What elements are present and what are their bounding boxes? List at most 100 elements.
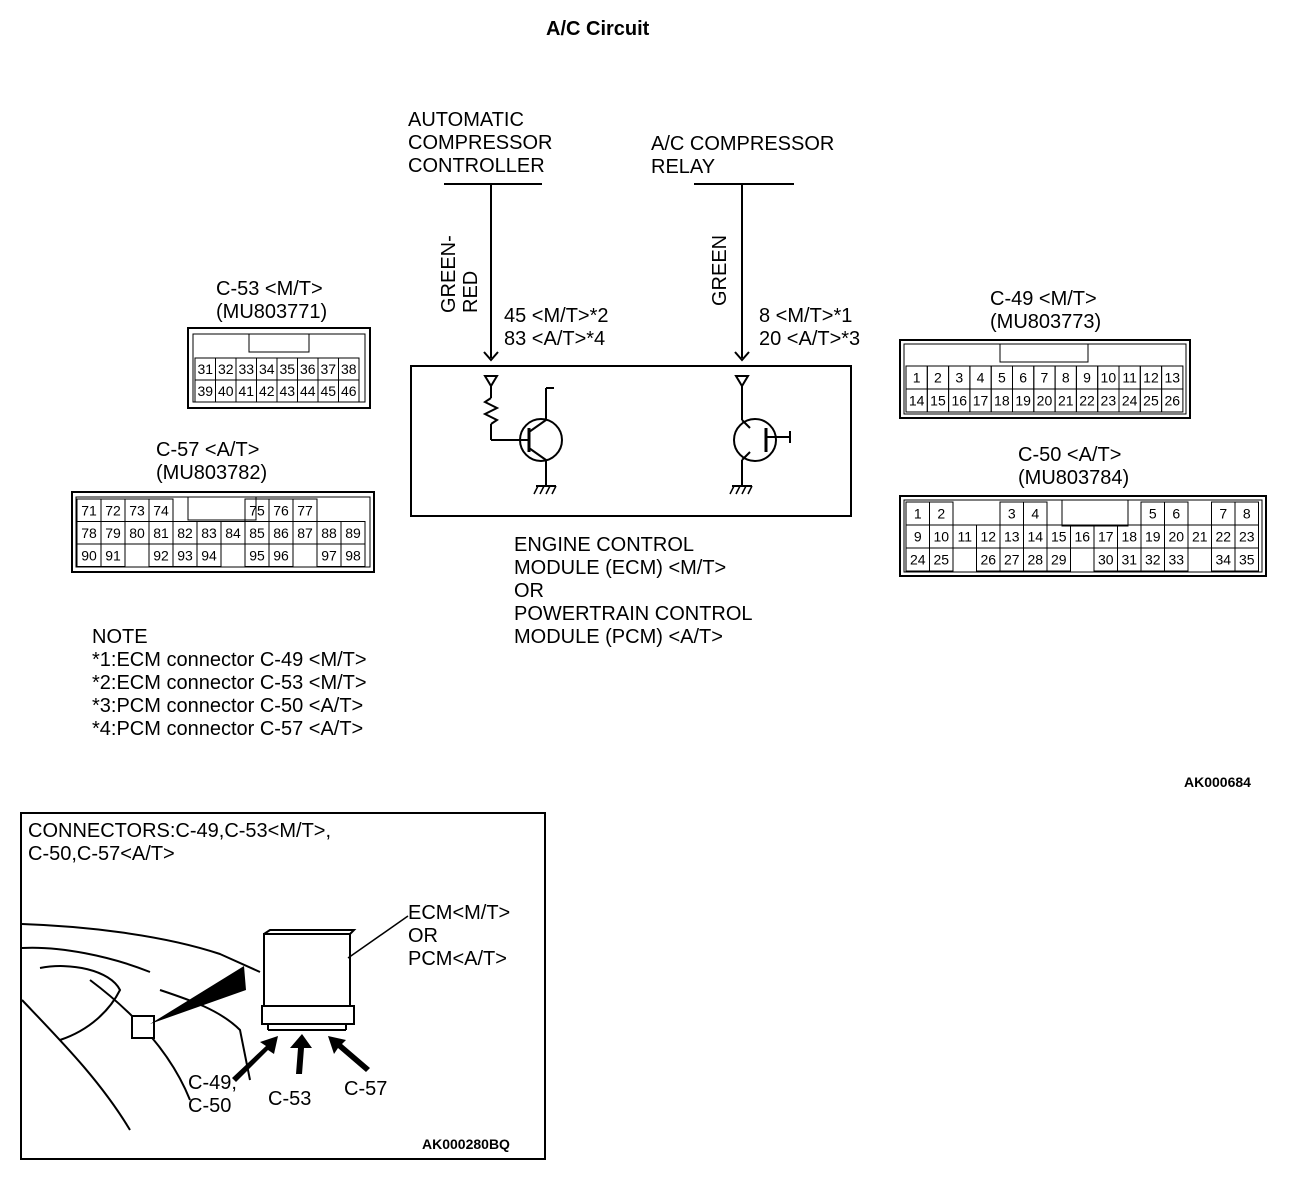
pin-number: 11 [957,529,972,545]
pin-number: 77 [297,502,313,518]
pin-cell [196,543,222,567]
pin-number: 22 [1079,393,1095,409]
pin-number: 31 [197,361,213,377]
note-item: *3:PCM connector C-50 <A/T> [92,695,364,717]
pin-number: 19 [1015,393,1031,409]
pin-number: 98 [345,547,361,563]
transistor-right [733,418,777,462]
pin-number: 91 [105,547,121,563]
pin-cell [1234,547,1259,572]
pin-number: 2 [937,506,945,522]
pin-number: 36 [300,361,316,377]
pin-number: 13 [1164,370,1180,386]
pin-number: 1 [914,506,922,522]
relay-label: A/C COMPRESSOR RELAY [651,133,835,178]
pin-number: 79 [105,525,121,541]
arrow-label-c53: C-53 [268,1088,312,1110]
pin-number: 21 [1058,393,1074,409]
pin-number: 17 [1098,529,1114,545]
pin-number: 90 [81,547,97,563]
pin-number: 19 [1145,529,1161,545]
pin-number: 1 [913,370,921,386]
pin-number: 10 [1101,370,1117,386]
pin-number: 25 [933,552,949,568]
module-box [410,365,852,517]
pin-number: 13 [1004,529,1020,545]
pin-cell [1164,547,1189,572]
pin-number: 15 [1051,529,1067,545]
page-title: A/C Circuit [546,18,650,40]
pin-cell [340,543,366,567]
connector-c53-label: C-53 <M/T> (MU803771) [216,278,328,323]
pin-number: 28 [1027,552,1043,568]
pin-number: 89 [345,525,361,541]
pin-number: 97 [321,547,337,563]
connector-location-panel [20,812,546,1160]
pin-number: 14 [1027,529,1043,545]
pin-cell [100,543,126,567]
pin-number: 24 [910,552,926,568]
pin-number: 21 [1192,529,1208,545]
pin-cell [1046,547,1071,572]
pin-number: 80 [129,525,145,541]
figure-code: AK000684 [1184,774,1251,790]
pin-number: 16 [1074,529,1090,545]
pin-number: 94 [201,547,217,563]
pin-number: 25 [1143,393,1159,409]
note-block: NOTE *1:ECM connector C-49 <M/T> *2:ECM … [92,626,367,741]
pin-number: 30 [1098,552,1114,568]
input-arrow-left [483,375,499,388]
pin-number: 84 [225,525,241,541]
pin-number: 18 [1121,529,1137,545]
pin-number: 43 [279,383,295,399]
pin-number: 23 [1101,393,1117,409]
pin-number: 82 [177,525,193,541]
pin-number: 93 [177,547,193,563]
pin-number: 27 [1004,552,1020,568]
connector-c57-label: C-57 <A/T> (MU803782) [156,439,268,484]
pin-number: 38 [341,361,357,377]
connector-c50-label: C-50 <A/T> (MU803784) [1018,444,1130,489]
pin-number: 96 [273,547,289,563]
pin-number: 4 [977,370,985,386]
note-item: *1:ECM connector C-49 <M/T> [92,649,367,671]
pin-number: 87 [297,525,313,541]
resistor-symbol [482,397,500,425]
location-module-label: ECM<M/T> OR PCM<A/T> [408,902,511,970]
pin-number: 7 [1041,370,1049,386]
pin-number: 72 [105,502,121,518]
transistor-left [519,418,563,462]
location-figure-code: AK000280BQ [422,1136,510,1152]
pin-number: 3 [1008,506,1016,522]
connector-symbol-left [483,351,499,362]
pin-number: 3 [955,370,963,386]
pin-number: 74 [153,502,169,518]
pin-number: 26 [980,552,996,568]
pin-cell [1161,388,1184,413]
pin-number: 88 [321,525,337,541]
connector-location-marker [131,1015,155,1039]
pin-number: 7 [1219,506,1227,522]
arrow-c49-c50 [232,1036,278,1082]
arrow-label-c49-c50: C-49, C-50 [188,1072,237,1117]
pin-number: 46 [341,383,357,399]
pin-number: 83 [201,525,217,541]
pin-number: 34 [259,361,275,377]
note-item: *2:ECM connector C-53 <M/T> [92,672,367,694]
pin-number: 86 [273,525,289,541]
pin-number: 92 [153,547,169,563]
arrow-c57 [328,1036,370,1072]
pin-label-left: 45 <M/T>*2 83 <A/T>*4 [504,305,609,350]
pin-number: 95 [249,547,265,563]
connector-c49-label: C-49 <M/T> (MU803773) [990,288,1102,333]
pin-cell [338,379,360,403]
pin-number: 12 [1143,370,1159,386]
pin-number: 75 [249,502,265,518]
module-label: ENGINE CONTROL MODULE (ECM) <M/T> OR POW… [514,534,753,648]
pin-number: 17 [973,393,989,409]
location-heading: CONNECTORS:C-49,C-53<M/T>, C-50,C-57<A/T… [28,820,332,865]
